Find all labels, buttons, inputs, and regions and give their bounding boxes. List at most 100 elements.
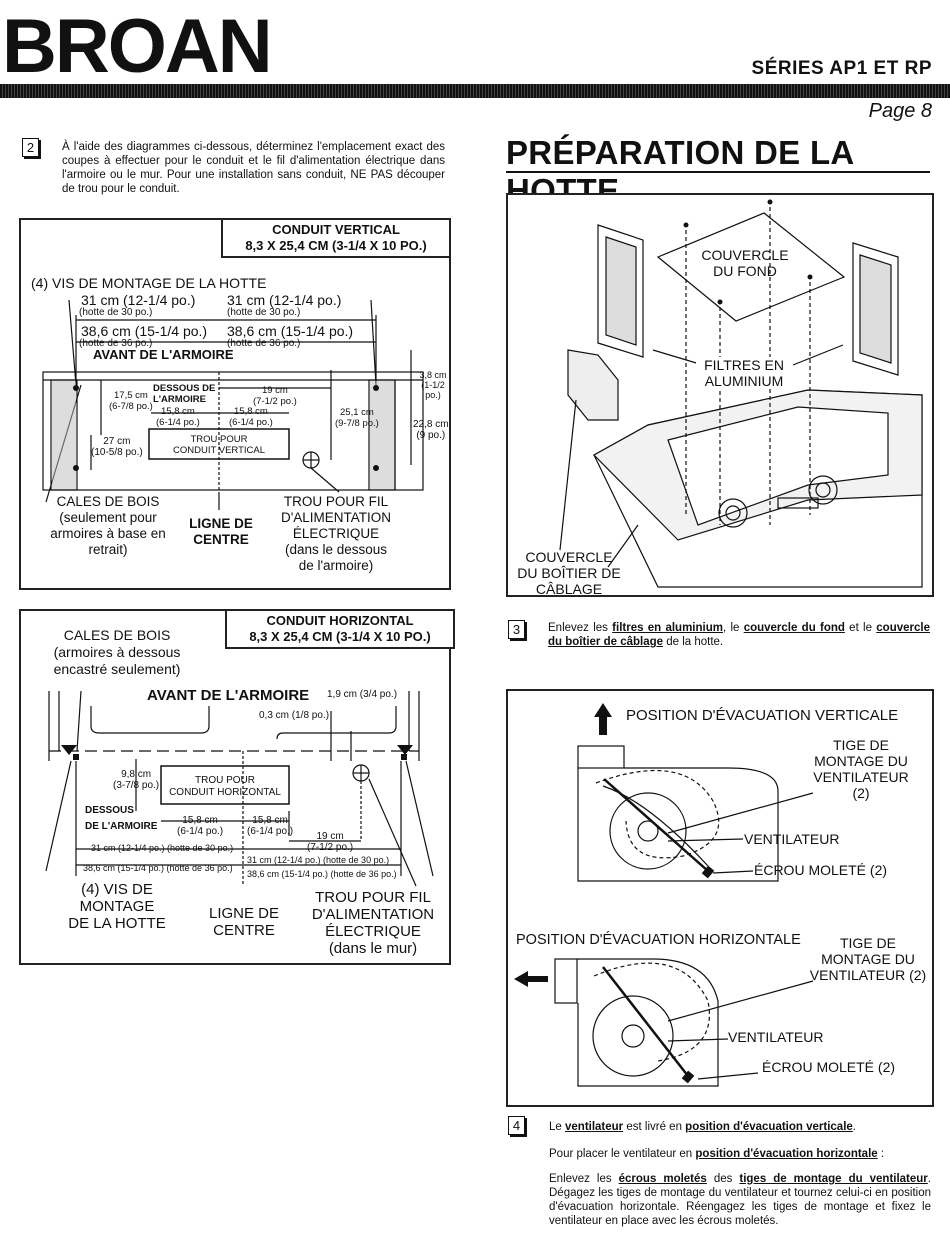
- hood-exploded-diagram: COUVERCLE DU FOND FILTRES EN ALUMINIUM C…: [506, 193, 934, 597]
- step-4-para-3: Enlevez les écrous moletés des tiges de …: [549, 1172, 931, 1228]
- brand-name: BROAN: [2, 8, 271, 78]
- v-screws-label: (4) VIS DE MONTAGE DE LA HOTTE: [31, 275, 267, 291]
- v-d228-value: 22,8 cm: [413, 419, 449, 430]
- fan-rod-3: VENTILATEUR: [813, 769, 909, 785]
- v-d38-value: 3,8 cm: [419, 370, 447, 380]
- v-wire-label: TROU POUR FIL D'ALIMENTATION ÉLECTRIQUE …: [261, 494, 411, 574]
- step-3-wiring-cover: couvercle du boîtier de câblage: [548, 622, 930, 648]
- v-d38-right: 38,6 cm (15-1/4 po.): [227, 323, 354, 339]
- hood-filters-1: FILTRES EN: [704, 357, 784, 373]
- section-title: PRÉPARATION DE LA HOTTE: [506, 134, 854, 209]
- fan-rod-label: TIGE DE MONTAGE DU VENTILATEUR (2): [794, 737, 928, 801]
- v-wire-1: TROU POUR FIL: [283, 494, 389, 509]
- v-d158b-value: 15,8 cm: [234, 406, 268, 417]
- horizontal-caption-title: CONDUIT HORIZONTAL: [266, 613, 414, 628]
- h-hole-label: TROU POUR CONDUIT HORIZONTAL: [163, 775, 287, 799]
- v-shims-2: (seulement pour: [59, 510, 157, 525]
- h-screws-1: (4) VIS DE: [81, 881, 153, 898]
- v-d228-sub: (9 po.): [416, 430, 446, 441]
- h-wire-2: D'ALIMENTATION: [311, 906, 435, 923]
- h-underside-2: DE L'ARMOIRE: [85, 821, 158, 832]
- v-d27: 27 cm (10-5/8 po.): [91, 436, 143, 458]
- v-d158b-sub: (6-1/4 po.): [229, 417, 273, 428]
- v-wire-5: de l'armoire): [298, 558, 374, 573]
- v-hole-label: TROU POUR CONDUIT VERTICAL: [151, 434, 287, 456]
- v-d158a-sub: (6-1/4 po.): [156, 417, 200, 428]
- v-shims-label: CALES DE BOIS (seulement pour armoires à…: [33, 494, 183, 558]
- h-underside-1: DESSOUS: [85, 805, 134, 816]
- v-d251-value: 25,1 cm: [340, 407, 374, 418]
- v-underside-2: L'ARMOIRE: [153, 394, 206, 405]
- h-d158a-sub: (6-1/4 po.): [177, 826, 224, 837]
- fan-label: VENTILATEUR: [744, 831, 840, 847]
- h-d38r: 38,6 cm (15-1/4 po.) (hotte de 36 po.): [247, 869, 397, 879]
- v-d31-right: 31 cm (12-1/4 po.): [227, 292, 342, 308]
- v-hole-1: TROU POUR: [190, 434, 248, 445]
- h-shims-3: encastré seulement): [53, 661, 181, 677]
- h-d158b-value: 15,8 cm: [252, 815, 288, 826]
- step-3-text: Enlevez les filtres en aluminium, le cou…: [548, 621, 930, 649]
- v-d158a-value: 15,8 cm: [161, 406, 195, 417]
- step-3-t2: , le: [722, 622, 744, 634]
- hood-drawing: [559, 199, 923, 588]
- hood-wiring-3: CÂBLAGE: [535, 581, 603, 597]
- hood-bottom-cover-label: COUVERCLE DU FOND: [686, 247, 804, 279]
- step-4-p1-t3: .: [852, 1121, 856, 1133]
- v-wire-3: ÉLECTRIQUE: [292, 526, 380, 541]
- vertical-duct-diagram: CONDUIT VERTICAL 8,3 X 25,4 CM (3-1/4 X …: [19, 218, 451, 590]
- step-4-rods-link: tiges de montage du ventilateur: [739, 1173, 928, 1185]
- horizontal-duct-diagram: CONDUIT HORIZONTAL 8,3 X 25,4 CM (3-1/4 …: [19, 609, 455, 965]
- v-d228: 22,8 cm (9 po.): [413, 419, 449, 441]
- v-d251-sub: (9-7/8 po.): [335, 418, 379, 429]
- hood-bottom-cover-1: COUVERCLE: [701, 247, 789, 263]
- h-d38l: 38,6 cm (15-1/4 po.) (hotte de 36 po.): [83, 863, 233, 873]
- step-3-number: 3: [508, 620, 525, 639]
- h-d19b-value: 19 cm: [316, 831, 344, 842]
- hood-filters-label: FILTRES EN ALUMINIUM: [696, 357, 792, 389]
- fan-position-diagram: POSITION D'ÉVACUATION VERTICALE TIGE DE …: [506, 689, 934, 1107]
- fan-rod-2: MONTAGE DU: [814, 753, 908, 769]
- v-wire-2: D'ALIMENTATION: [280, 510, 392, 525]
- vertical-arrow: [594, 703, 612, 735]
- v-wire-4: (dans le dessous: [284, 542, 388, 557]
- h-d158b-sub: (6-1/4 po.): [247, 826, 294, 837]
- step-4-horizontal-link: position d'évacuation horizontale: [695, 1148, 878, 1160]
- h-d98-value: 9,8 cm: [121, 769, 152, 780]
- horizontal-caption: CONDUIT HORIZONTAL 8,3 X 25,4 CM (3-1/4 …: [225, 609, 455, 649]
- hood-wiring-cover-label: COUVERCLE DU BOÎTIER DE CÂBLAGE: [508, 549, 630, 597]
- step-4-fan-link: ventilateur: [565, 1121, 624, 1133]
- hood-wiring-1: COUVERCLE: [525, 549, 613, 565]
- fan-rod-h-3: VENTILATEUR (2): [809, 967, 927, 983]
- v-center-2: CENTRE: [193, 532, 249, 547]
- h-d31l: 31 cm (12-1/4 po.) (hotte de 30 po.): [91, 843, 234, 853]
- horizontal-arrow: [514, 971, 548, 987]
- h-d158b: 15,8 cm (6-1/4 po.): [247, 815, 293, 837]
- h-screws-3: DE LA HOTTE: [68, 915, 166, 932]
- step-4-vertical-link: position d'évacuation verticale: [685, 1121, 853, 1133]
- fan-nut-label: ÉCROU MOLETÉ (2): [754, 862, 888, 878]
- h-d19b: 19 cm (7-1/2 po.): [307, 831, 353, 853]
- vertical-caption-size: 8,3 X 25,4 CM (3-1/4 X 10 PO.): [245, 238, 427, 253]
- header-rule: [0, 84, 950, 98]
- fan-rod-h-label: TIGE DE MONTAGE DU VENTILATEUR (2): [804, 935, 932, 983]
- v-d27-value: 27 cm: [103, 436, 131, 447]
- v-d31-left: 31 cm (12-1/4 po.): [81, 292, 196, 308]
- v-center-1: LIGNE DE: [189, 516, 253, 531]
- fan-h-label: VENTILATEUR: [728, 1029, 824, 1045]
- v-underside: DESSOUS DE L'ARMOIRE: [153, 383, 215, 405]
- vertical-duct-drawing: [42, 299, 424, 510]
- v-center-label: LIGNE DE CENTRE: [181, 516, 261, 548]
- h-wire-label: TROU POUR FIL D'ALIMENTATION ÉLECTRIQUE …: [303, 889, 443, 957]
- step-4-p3-t2: des: [706, 1173, 740, 1185]
- h-shims-label: CALES DE BOIS (armoires à dessous encast…: [29, 627, 205, 678]
- v-d158b: 15,8 cm (6-1/4 po.): [229, 406, 273, 428]
- fan-vertical-position: POSITION D'ÉVACUATION VERTICALE: [626, 707, 899, 724]
- h-screws-label: (4) VIS DE MONTAGE DE LA HOTTE: [57, 881, 177, 932]
- vertical-caption: CONDUIT VERTICAL 8,3 X 25,4 CM (3-1/4 X …: [221, 218, 451, 258]
- step-4-p3-t3: . Dégagez les tiges de montage du ventil…: [549, 1173, 931, 1227]
- h-center-1: LIGNE DE: [208, 905, 280, 922]
- v-d17-sub: (6-7/8 po.): [109, 401, 153, 412]
- v-d38-right-sub: (hotte de 36 po.): [227, 338, 301, 349]
- h-d03: 0,3 cm (1/8 po.): [259, 710, 330, 721]
- v-underside-1: DESSOUS DE: [153, 383, 216, 394]
